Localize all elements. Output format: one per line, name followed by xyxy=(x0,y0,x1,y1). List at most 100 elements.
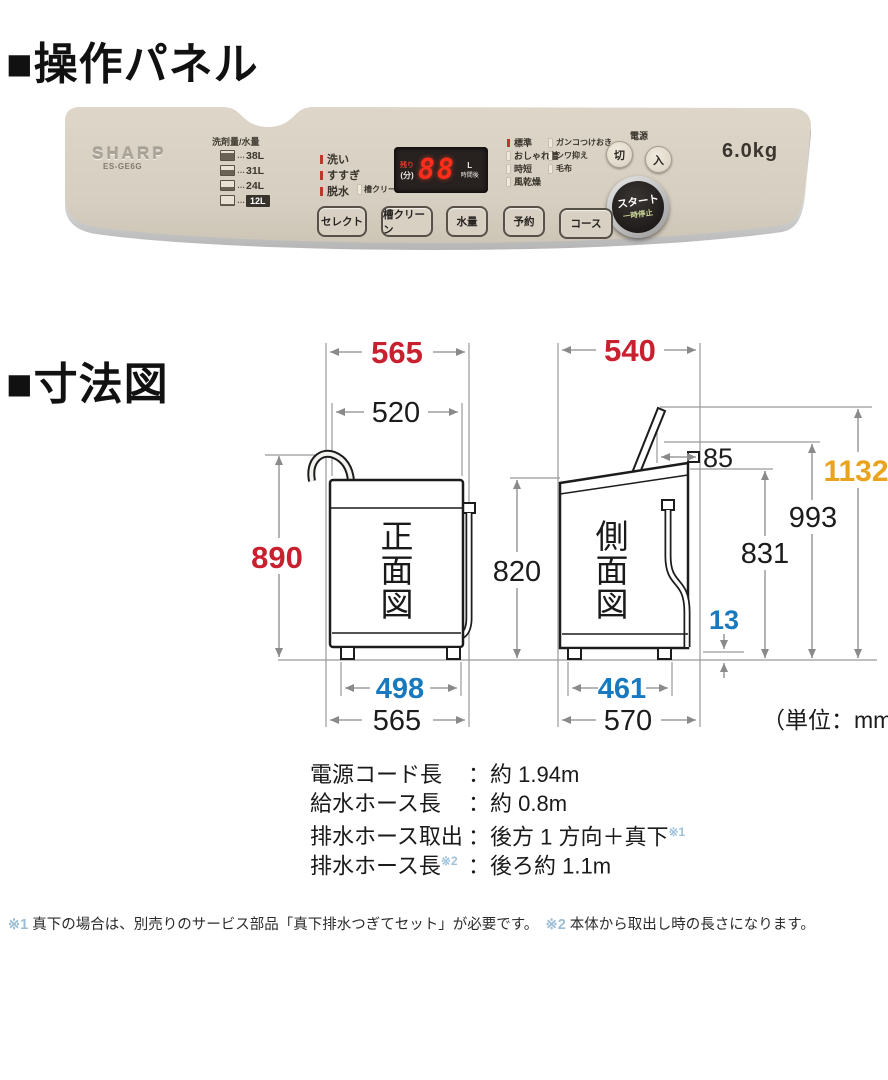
spec-value: 約 1.94m xyxy=(490,762,580,787)
display-unit-labels: L 時間後 xyxy=(460,161,479,179)
dim-side-bottom: 570 xyxy=(604,705,652,735)
indicator-bar xyxy=(507,177,510,186)
footnote-ref: ※2 xyxy=(440,854,458,868)
course-row: 毛布 xyxy=(549,162,612,175)
course-row: ガンコつけおき xyxy=(549,136,612,149)
detergent-level-row: … 24L xyxy=(220,178,270,193)
front-foot xyxy=(340,646,355,660)
svg-text:面: 面 xyxy=(381,552,414,589)
dim-front-feet: 498 xyxy=(376,673,424,705)
dim-831: 831 xyxy=(741,538,789,570)
tub-clean-button: 槽クリーン xyxy=(381,206,433,237)
indicator-bar xyxy=(549,151,552,160)
cycle-status-list: 洗い すすぎ 脱水 xyxy=(320,151,360,199)
side-view-label: 側 面 図 xyxy=(596,518,629,623)
dim-hose-gap: 13 xyxy=(709,605,739,635)
side-body xyxy=(558,461,690,650)
front-view-drawing xyxy=(307,449,476,660)
detergent-level-row: … 38L xyxy=(220,148,270,163)
side-view-drawing xyxy=(558,406,700,660)
detergent-levels: … 38L … 31L … 24L … 12L xyxy=(220,148,270,208)
front-view-label: 正 面 図 xyxy=(381,518,414,623)
side-foot xyxy=(567,647,582,660)
dims-section-title: ■寸法図 xyxy=(6,360,169,409)
footnote1-mark: ※1 xyxy=(8,917,29,933)
detergent-level-row: … 12L xyxy=(220,193,270,208)
svg-text:図: 図 xyxy=(381,586,414,623)
course-button: コース xyxy=(559,208,613,239)
cup-icon xyxy=(220,150,235,161)
course-row: 時短 xyxy=(507,162,559,175)
dim-front-top-inner: 520 xyxy=(372,397,420,429)
side-foot xyxy=(657,647,672,660)
footnotes: ※1 真下の場合は、別売りのサービス部品「真下排水つぎてセット」が必要です。 ※… xyxy=(8,913,815,934)
spec-value: 約 0.8m xyxy=(490,791,568,816)
indicator-bar xyxy=(507,164,510,173)
course-row: 風乾燥 xyxy=(507,175,559,188)
dim-lid-offset: 85 xyxy=(703,443,733,473)
dim-side-top: 540 xyxy=(604,335,656,368)
detergent-level-row: … 31L xyxy=(220,163,270,178)
spec-row: 電源コード長：約 1.94m xyxy=(310,762,580,787)
selected-level-badge: 12L xyxy=(246,194,270,207)
reserve-button: 予約 xyxy=(503,206,545,237)
indicator-bar xyxy=(549,164,552,173)
spec-row: 排水ホース長※2：後ろ約 1.1m xyxy=(310,847,685,878)
dimension-diagram: 正 面 図 側 面 図 xyxy=(248,335,888,735)
footnote-ref: ※1 xyxy=(668,825,686,839)
capacity-label: 6.0kg xyxy=(722,140,779,162)
course-row: 標準 xyxy=(507,136,559,149)
course-row: おしゃれ着 xyxy=(507,149,559,162)
remaining-minutes-label: 残り (分) xyxy=(400,161,414,180)
footnote2-mark: ※2 xyxy=(545,917,566,933)
model-number: ES-GE6G xyxy=(103,162,143,171)
dim-body-height: 820 xyxy=(493,556,541,588)
spec-row: 排水ホース取出：後方 1 方向＋真下※1 xyxy=(310,824,686,850)
course-row: シワ抑え xyxy=(549,149,612,162)
front-body xyxy=(328,478,465,649)
sharp-logo: SHARP xyxy=(92,144,167,163)
svg-text:図: 図 xyxy=(596,586,629,623)
indicator-bar xyxy=(507,151,510,160)
status-row: 脱水 xyxy=(320,183,360,199)
svg-text:面: 面 xyxy=(596,552,629,589)
panel-section-title: ■操作パネル xyxy=(6,40,259,89)
dim-front-height: 890 xyxy=(251,540,303,575)
spec-label: 排水ホース長※2 xyxy=(310,853,458,879)
front-foot xyxy=(446,646,461,660)
spec-label: 電源コード長 xyxy=(310,762,443,787)
spec-row: 給水ホース長：約 0.8m xyxy=(310,791,568,816)
level-label: 38L xyxy=(246,149,265,162)
water-level-button: 水量 xyxy=(446,206,488,237)
power-label: 電源 xyxy=(630,131,649,141)
svg-text:側: 側 xyxy=(596,518,629,555)
indicator-bar xyxy=(358,185,361,194)
level-label: 24L xyxy=(246,179,265,192)
spec-list: 電源コード長：約 1.94m 給水ホース長：約 0.8m 排水ホース取出：後方 … xyxy=(310,760,686,878)
spec-value: 後方 1 方向＋真下 xyxy=(490,824,669,850)
cup-icon xyxy=(220,180,235,191)
unit-note: （単位：mm） xyxy=(762,707,888,733)
cup-icon xyxy=(220,195,235,206)
select-button: セレクト xyxy=(317,206,367,237)
dim-993: 993 xyxy=(789,502,837,534)
start-pause-button: スタート 一時停止 xyxy=(607,176,669,238)
indicator-bar xyxy=(549,138,552,147)
cup-icon xyxy=(220,165,235,176)
indicator-bar xyxy=(320,154,323,164)
tub-clean-status: 槽クリーン xyxy=(358,184,404,195)
svg-text:正: 正 xyxy=(381,518,414,555)
footnote2-text: 本体から取出し時の長さになります。 xyxy=(565,917,815,933)
status-row: すすぎ xyxy=(320,167,360,183)
indicator-bar xyxy=(320,186,323,196)
dim-front-bottom: 565 xyxy=(373,705,421,735)
seven-segment-value: 88 xyxy=(418,153,456,186)
status-row: 洗い xyxy=(320,151,360,167)
footnote1-text: 真下の場合は、別売りのサービス部品「真下排水つぎてセット」が必要です。 xyxy=(28,917,532,933)
label-knockouts xyxy=(248,452,888,588)
dim-total-height: 1132 xyxy=(823,455,888,488)
dim-side-feet: 461 xyxy=(598,673,646,705)
power-off-button: 切 xyxy=(606,141,633,168)
course-list-col1: 標準 おしゃれ着 時短 風乾燥 xyxy=(507,136,559,188)
dim-front-top-outer: 565 xyxy=(371,335,423,370)
